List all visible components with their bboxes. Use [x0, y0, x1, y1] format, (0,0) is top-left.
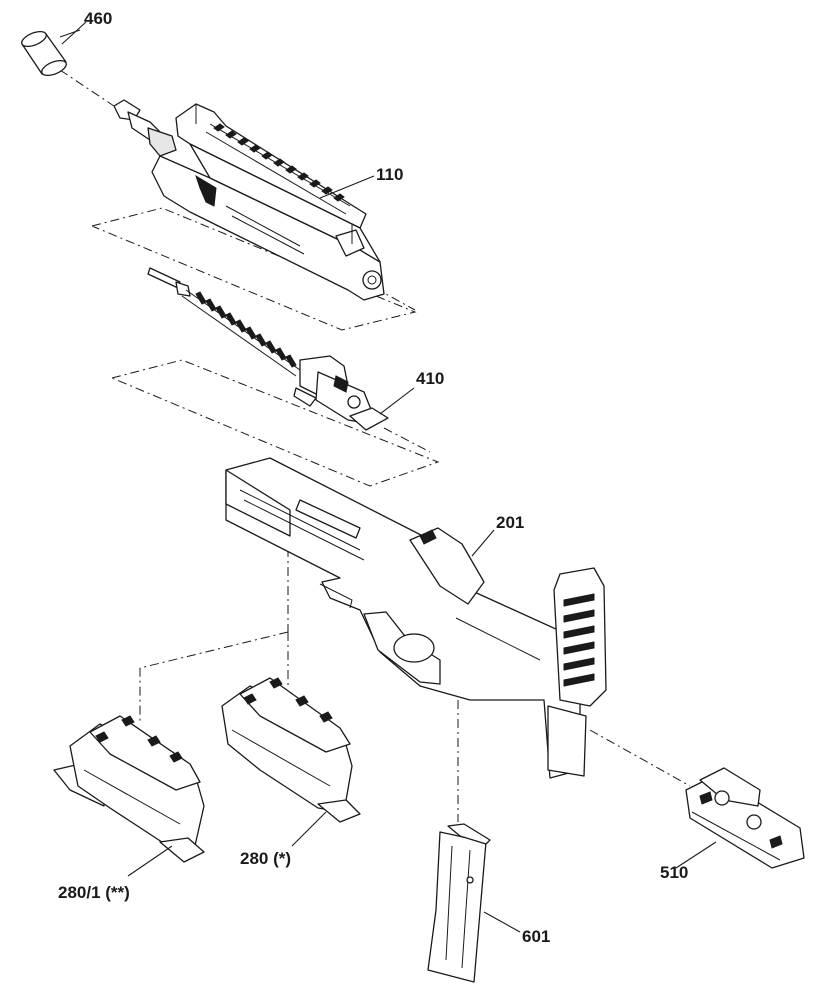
leader-lines — [61, 21, 717, 933]
rear-sight — [409, 527, 485, 605]
part-510-trigger-group — [685, 767, 805, 869]
part-601-magazine — [427, 823, 491, 983]
recoil-spring — [181, 289, 301, 377]
assembly-guide-lines — [59, 69, 691, 822]
part-110-upper-receiver — [113, 99, 385, 301]
part-201-lower-receiver — [225, 457, 607, 779]
part-280-handguard — [221, 677, 361, 823]
handguard-rail — [205, 123, 351, 215]
label-601: 601 — [522, 927, 550, 946]
label-410: 410 — [416, 369, 444, 388]
label-110: 110 — [376, 165, 403, 184]
label-280: 280 (*) — [240, 849, 291, 868]
label-460: 460 — [84, 9, 112, 28]
part-410-bolt-group — [147, 267, 389, 431]
part-labels: 460 110 410 201 280/1 (**) 280 (*) 601 5… — [58, 9, 688, 946]
part-280-1-handguard-rail — [53, 715, 205, 863]
label-510: 510 — [660, 863, 688, 882]
label-201: 201 — [496, 513, 524, 532]
buttstock — [553, 567, 607, 707]
label-280-1: 280/1 (**) — [58, 883, 130, 902]
